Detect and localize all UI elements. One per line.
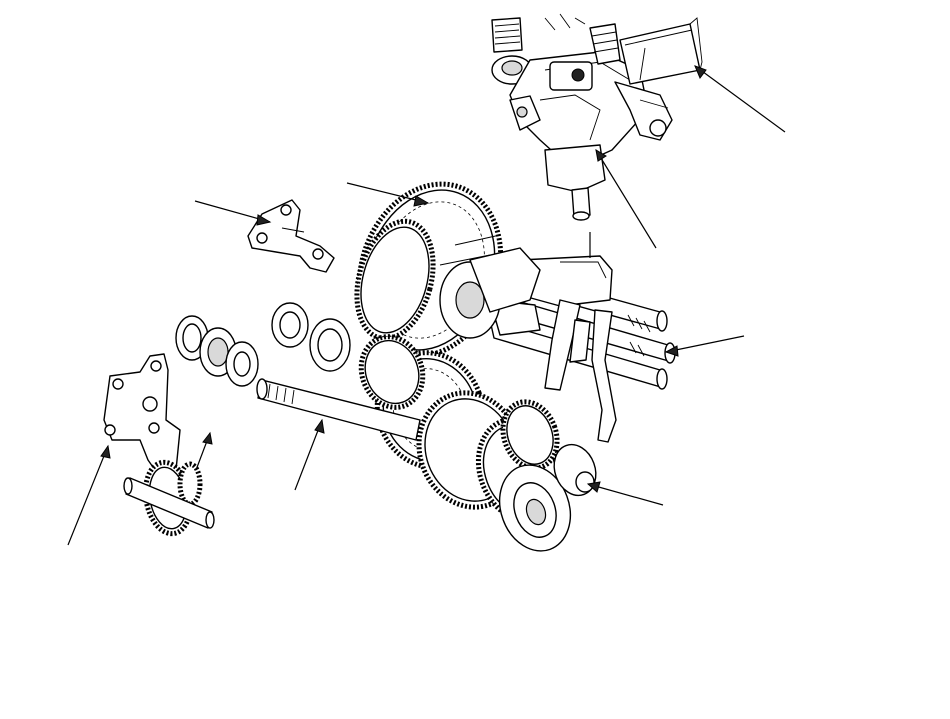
upper-bracket	[247, 199, 335, 273]
shift-fork-assembly	[479, 255, 676, 443]
arrowhead	[314, 418, 325, 434]
leader-line	[294, 419, 323, 491]
leader-line	[67, 445, 109, 546]
arrowhead	[694, 65, 707, 79]
arrowhead	[256, 214, 272, 226]
arrowhead	[595, 149, 607, 162]
gear-cluster	[358, 334, 597, 552]
shift-control-assembly	[491, 13, 703, 221]
differential-ring-gear	[354, 181, 541, 359]
arrowhead	[413, 195, 430, 207]
input-shaft	[175, 302, 421, 441]
arrowhead	[202, 431, 213, 445]
leader-line	[346, 182, 429, 204]
arrowhead	[586, 481, 601, 493]
leader-line	[595, 149, 657, 249]
callout-leaders	[67, 65, 786, 546]
lower-bracket-and-idler	[103, 353, 215, 537]
arrowhead	[100, 444, 111, 459]
arrowhead	[664, 345, 679, 357]
leader-line	[694, 65, 786, 133]
leader-line	[587, 483, 664, 506]
leader-line	[665, 335, 745, 353]
